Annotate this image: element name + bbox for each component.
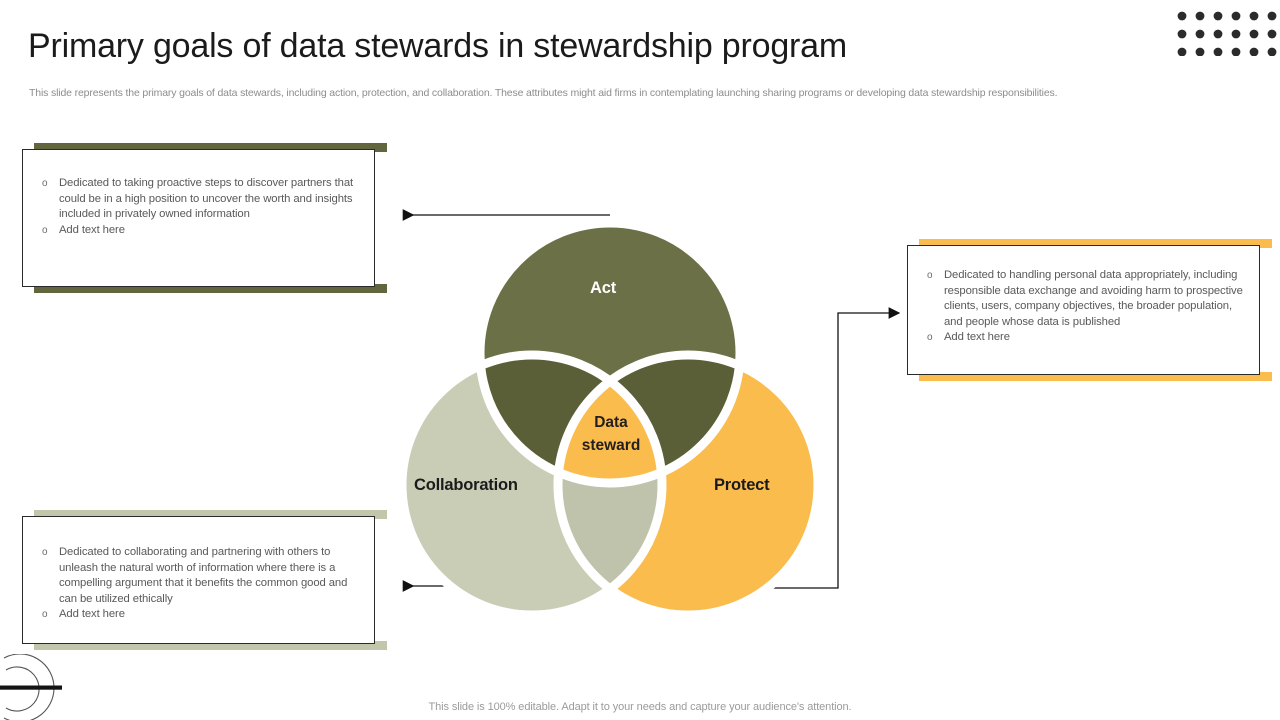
callout-protect-accent-bar-bottom	[919, 372, 1272, 381]
list-item: o Dedicated to taking proactive steps to…	[37, 176, 358, 223]
bullet-marker: o	[927, 270, 933, 281]
venn-outlines	[397, 218, 823, 615]
venn-label-collaboration: Collaboration	[414, 476, 518, 494]
callout-protect-list: o Dedicated to handling personal data ap…	[922, 268, 1243, 346]
venn-diagram	[397, 218, 823, 615]
list-item-text: Dedicated to collaborating and partnerin…	[59, 546, 348, 605]
venn-label-center-line1: Data	[594, 414, 628, 431]
venn-label-center: Data steward	[562, 411, 660, 457]
page-title: Primary goals of data stewards in stewar…	[28, 27, 847, 65]
dot-grid-decoration	[1177, 11, 1277, 56]
callout-collaboration[interactable]: o Dedicated to collaborating and partner…	[22, 510, 387, 650]
bullet-marker: o	[42, 224, 48, 236]
bullet-marker: o	[927, 332, 933, 344]
list-item: o Dedicated to collaborating and partner…	[37, 545, 358, 607]
callout-collaboration-body: o Dedicated to collaborating and partner…	[22, 516, 375, 644]
bullet-marker: o	[42, 547, 48, 558]
list-item-text: Add text here	[944, 331, 1010, 344]
callout-collaboration-accent-bar-top	[34, 510, 387, 519]
list-item: o Add text here	[37, 223, 358, 239]
callout-act-body: o Dedicated to taking proactive steps to…	[22, 149, 375, 287]
list-item-text: Dedicated to taking proactive steps to d…	[59, 177, 354, 221]
corner-swirl-decoration	[0, 654, 62, 720]
callout-act-accent-bar-top	[34, 143, 387, 152]
callout-protect[interactable]: o Dedicated to handling personal data ap…	[907, 239, 1272, 381]
callout-act-accent-bar-bottom	[34, 284, 387, 293]
callout-act[interactable]: o Dedicated to taking proactive steps to…	[22, 143, 387, 293]
callout-collaboration-list: o Dedicated to collaborating and partner…	[37, 545, 358, 623]
callout-protect-accent-bar-top	[919, 239, 1272, 248]
bullet-marker: o	[42, 609, 48, 621]
callout-collaboration-accent-bar-bottom	[34, 641, 387, 650]
list-item-text: Dedicated to handling personal data appr…	[944, 269, 1243, 328]
list-item: o Add text here	[37, 607, 358, 623]
list-item-text: Add text here	[59, 608, 125, 621]
venn-label-center-line2: steward	[581, 437, 641, 454]
venn-label-protect: Protect	[714, 476, 770, 494]
footer-note: This slide is 100% editable. Adapt it to…	[428, 701, 852, 713]
venn-label-act: Act	[590, 279, 616, 297]
list-item-text: Add text here	[59, 223, 125, 236]
bullet-marker: o	[42, 178, 48, 189]
list-item: o Dedicated to handling personal data ap…	[922, 268, 1243, 330]
callout-act-list: o Dedicated to taking proactive steps to…	[37, 176, 358, 238]
callout-protect-body: o Dedicated to handling personal data ap…	[907, 245, 1260, 375]
page-subtitle: This slide represents the primary goals …	[29, 87, 1058, 99]
list-item: o Add text here	[922, 330, 1243, 346]
